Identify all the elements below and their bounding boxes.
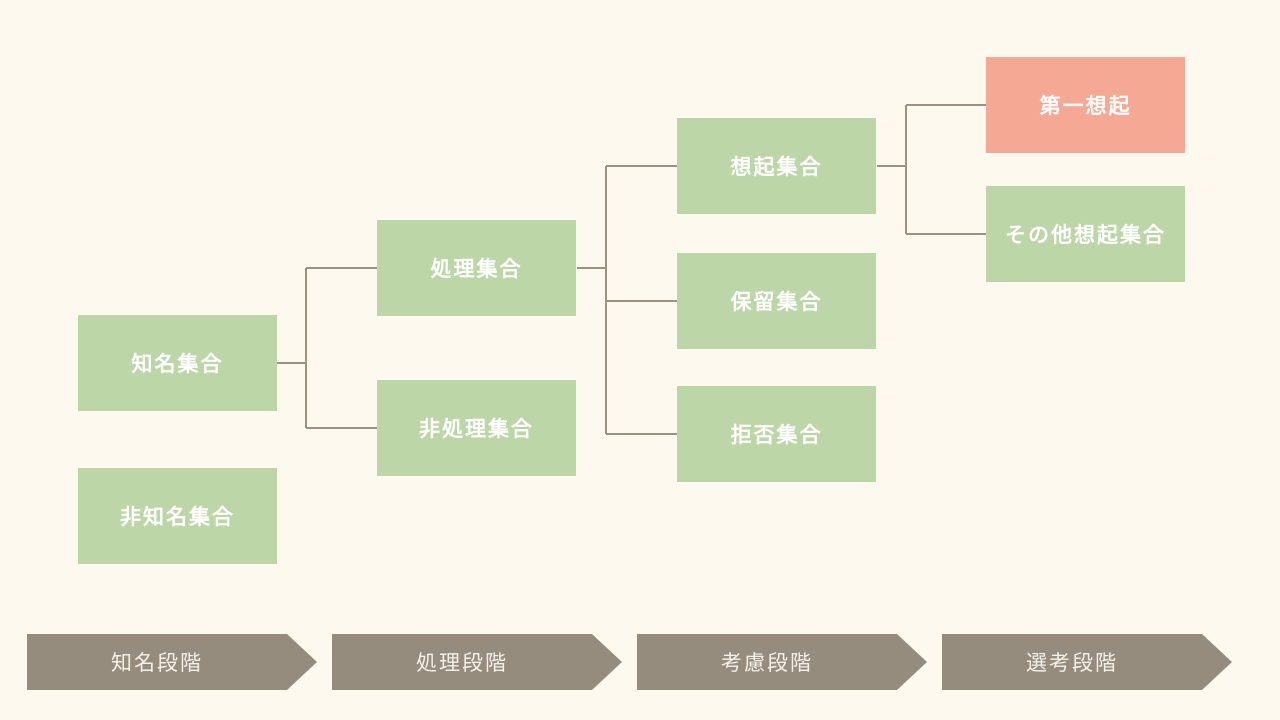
stage-arrow-awareness: 知名段階 [27,634,317,690]
node-label: 処理集合 [430,258,523,281]
node-known-set: 知名集合 [78,315,277,411]
stage-arrow-processing: 処理段階 [332,634,622,690]
node-first-recall: 第一想起 [986,57,1185,153]
node-reject-set: 拒否集合 [677,386,876,482]
stage-label: 処理段階 [416,652,508,675]
stage-label: 知名段階 [111,652,203,675]
node-label: その他想起集合 [1005,224,1166,247]
node-label: 知名集合 [131,353,224,376]
stage-label: 考慮段階 [721,652,813,675]
connector-evoked-split [877,104,986,235]
node-label: 保留集合 [730,291,823,314]
connector-known-split [277,267,377,429]
node-unprocessed-set: 非処理集合 [377,380,576,476]
node-label: 第一想起 [1039,95,1132,118]
node-unknown-set: 非知名集合 [78,468,277,564]
stage-arrow-selection: 選考段階 [942,634,1232,690]
node-label: 拒否集合 [730,424,823,447]
node-other-recall-set: その他想起集合 [986,186,1185,282]
stage-arrow-consideration: 考慮段階 [637,634,927,690]
node-processed-set: 処理集合 [377,220,576,316]
node-label: 非知名集合 [120,506,235,529]
connector-processed-split [577,165,677,435]
node-evoked-set: 想起集合 [677,118,876,214]
stage-label: 選考段階 [1026,652,1118,675]
node-hold-set: 保留集合 [677,253,876,349]
node-label: 想起集合 [730,156,823,179]
node-label: 非処理集合 [419,418,534,441]
